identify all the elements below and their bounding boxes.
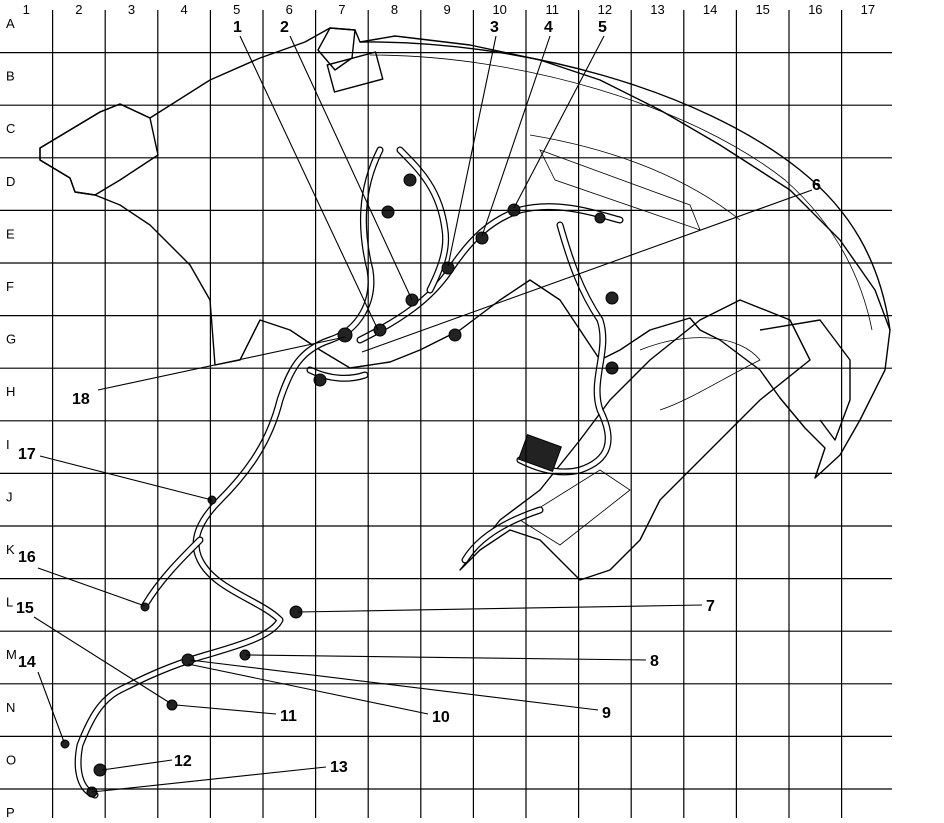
callout-18: 18 — [72, 391, 90, 408]
vehicle-body-illustration — [39, 27, 891, 799]
rear-bumper-outline — [359, 41, 891, 331]
wiring-harness — [74, 146, 624, 799]
callout-8: 8 — [650, 653, 659, 670]
grid-row-label: O — [6, 752, 16, 767]
grid-column-label: 14 — [703, 2, 717, 17]
grid-column-label: 10 — [492, 2, 506, 17]
left-bracket — [39, 103, 159, 196]
callout-3: 3 — [490, 19, 499, 36]
callout-13: 13 — [330, 759, 348, 776]
callout-17: 17 — [18, 446, 36, 463]
grid-column-label: 2 — [75, 2, 82, 17]
grid-column-label: 1 — [23, 2, 30, 17]
callout-leader-lines — [33, 35, 813, 793]
grid-row-label: I — [6, 437, 10, 452]
callout-16: 16 — [18, 549, 36, 566]
callout-5: 5 — [598, 19, 607, 36]
grid-column-label: 11 — [546, 2, 560, 17]
grid-row-label: M — [6, 647, 17, 662]
grid-row-label: J — [6, 489, 13, 504]
grid-column-label: 6 — [286, 2, 293, 17]
grid-column-label: 8 — [391, 2, 398, 17]
grid-row-label: K — [6, 542, 15, 557]
callout-1: 1 — [233, 19, 242, 36]
callout-7: 7 — [706, 598, 715, 615]
grid-row-label: G — [6, 332, 16, 347]
grid-row-label: D — [6, 174, 15, 189]
grid-row-label: N — [6, 700, 15, 715]
callout-10: 10 — [432, 709, 450, 726]
rear-floor-pan — [459, 299, 811, 581]
grid-row-label: B — [6, 69, 15, 84]
callout-6: 6 — [812, 177, 821, 194]
grid-column-label: 3 — [128, 2, 135, 17]
callout-4: 4 — [544, 19, 553, 36]
grid-row-label: F — [6, 279, 14, 294]
grid-column-label: 9 — [443, 2, 450, 17]
grid-column-label: 13 — [650, 2, 664, 17]
grid-row-label: L — [6, 595, 13, 610]
callout-14: 14 — [18, 654, 36, 671]
grid-column-label: 17 — [861, 2, 875, 17]
callout-2: 2 — [280, 19, 289, 36]
grid-column-label: 16 — [808, 2, 822, 17]
connectors — [60, 173, 619, 798]
grid-row-label: C — [6, 121, 15, 136]
grid-row-label: H — [6, 384, 15, 399]
callout-12: 12 — [174, 753, 192, 770]
row-labels: A B C D E F G H I J K L M N O P — [6, 16, 17, 820]
grid-row-label: A — [6, 16, 15, 31]
callout-11: 11 — [280, 708, 297, 725]
grid-column-label: 12 — [598, 2, 612, 17]
grid-column-label: 15 — [755, 2, 769, 17]
grid-column-label: 4 — [180, 2, 187, 17]
grid-column-label: 5 — [233, 2, 240, 17]
grid-row-label: P — [6, 805, 15, 818]
callout-9: 9 — [602, 705, 611, 722]
callout-15: 15 — [16, 600, 34, 617]
grid-column-label: 7 — [338, 2, 345, 17]
grid-lines — [0, 10, 892, 818]
callout-labels: 1 2 3 4 5 6 7 8 9 10 11 12 13 14 15 16 1… — [16, 19, 821, 776]
grid-row-label: E — [6, 226, 15, 241]
